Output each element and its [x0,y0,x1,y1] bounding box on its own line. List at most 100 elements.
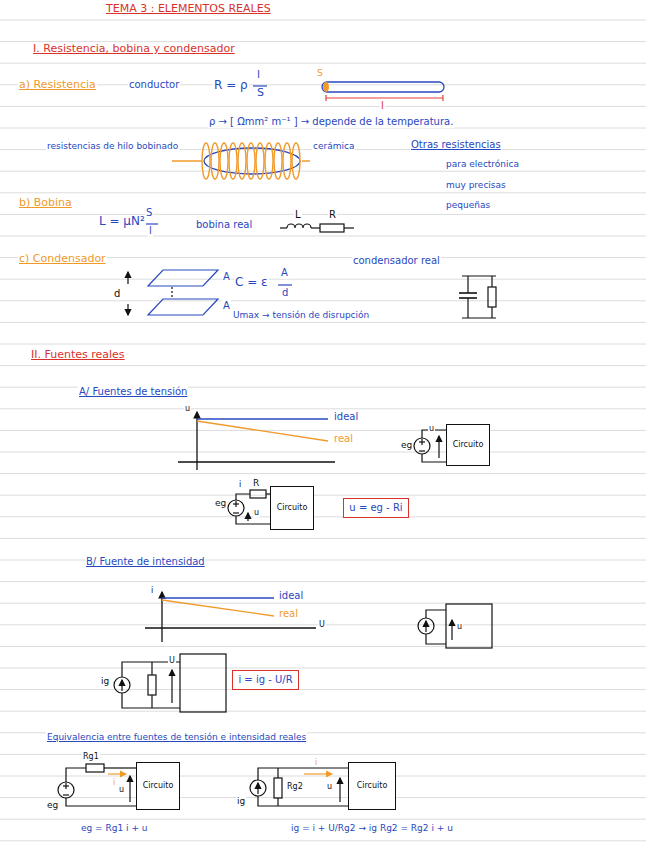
note-label: B/ Fuente de intensidad [85,556,206,568]
ruled-line [0,41,646,42]
voltage-source-graph [178,412,335,470]
note-label: ig [100,676,110,686]
ideal-current-source-circuit [418,604,492,648]
note-label: l [380,100,385,112]
ruled-line [0,819,646,820]
ruled-line [0,495,646,496]
note-label: ig [236,796,246,806]
note-label: eg [214,498,227,508]
real-voltage-source-circuit [228,490,270,524]
ruled-line [0,473,646,474]
ruled-line [0,430,646,431]
note-label: pequeñas [445,200,491,210]
ruled-line [0,63,646,64]
circuit-box: Circuito [136,762,180,810]
note-label: d [113,288,121,300]
equivalent-current-circuit [250,768,348,806]
note-label: i [112,778,116,787]
note-label: d [281,287,289,299]
ruled-line [0,322,646,323]
note-label: A [280,267,289,279]
circuit-box: Circuito [446,424,490,466]
note-label: i [314,758,318,767]
note-label: real [278,608,299,620]
note-label: U [318,620,326,629]
ruled-line [0,192,646,193]
circuit-box: Circuito [270,486,314,530]
equivalent-voltage-circuit [58,764,136,806]
note-label: para electrónica [445,159,520,169]
ruled-line [0,538,646,539]
page-title: TEMA 3 : ELEMENTOS REALES [105,3,272,16]
box-text: i = ig - U/R [238,674,292,686]
ruled-line [0,365,646,366]
ruled-line [0,452,646,453]
note-label: u [118,785,125,794]
note-label: A/ Fuentes de tensión [78,386,188,398]
note-label: bobina real [195,219,253,231]
ruled-line [0,344,646,345]
note-label: real [333,433,354,445]
ruled-line [0,236,646,237]
note-label: l [148,225,153,237]
note-label: u [326,782,333,791]
note-label: cerámica [312,141,355,151]
note-label: u [253,508,260,517]
box-text: Circuito [143,781,174,790]
wound-resistor-drawing [172,143,310,179]
note-label: C = ε [234,276,269,290]
note-label: b) Bobina [18,197,73,210]
note-label: a) Resistencia [18,79,97,92]
note-label: ideal [333,411,359,423]
note-label: Rg1 [82,752,100,761]
note-label: eg [400,440,413,450]
note-label: Umax → tensión de disrupción [232,310,370,320]
note-label: Rg2 [286,782,304,791]
note-label: condensador real [352,255,441,267]
note-label: A [222,271,231,283]
note-label: u [456,622,463,631]
note-label: II. Fuentes reales [30,349,126,362]
note-label: c) Condensador [18,253,107,266]
note-label: I. Resistencia, bobina y condensador [32,43,236,56]
box-text: Circuito [453,440,484,449]
note-label: i [150,586,154,595]
note-label: L [294,209,302,221]
note-label: A [222,300,231,312]
note-label: R = ρ [213,79,249,93]
ruled-line [0,646,646,647]
note-label: R [252,478,260,488]
ruled-line [0,711,646,712]
note-label: Otras resistencias [410,139,502,151]
box-text: Circuito [277,503,308,512]
ruled-line [0,279,646,280]
note-label: u [184,404,191,413]
note-label: l [256,69,261,82]
ruled-line [0,106,646,107]
result-box: i = ig - U/R [232,670,299,690]
note-label: ρ → [ Ωmm² m⁻¹ ] → depende de la tempera… [208,116,454,128]
note-label: i [238,480,242,489]
note-label: conductor [128,79,180,91]
circuit-box: Circuito [348,762,396,810]
note-label: S [256,87,265,100]
note-label: R [328,209,337,221]
ruled-line [0,128,646,129]
note-label: ideal [278,590,304,602]
ruled-line [0,300,646,301]
ruled-line [0,797,646,798]
ruled-line [0,668,646,669]
ruled-line [0,408,646,409]
result-box: u = eg - Ri [343,498,409,518]
note-label: ig = i + U/Rg2 → ig Rg2 = Rg2 i + u [290,823,454,833]
ruled-lines [0,20,646,841]
note-label: U [168,656,176,665]
note-label: S [316,68,324,78]
note-label: muy precisas [445,180,507,190]
ruled-line [0,171,646,172]
note-label: Equivalencia entre fuentes de tensión e … [46,732,307,742]
note-label: eg [46,800,59,810]
note-label: resistencias de hilo bobinado [46,141,179,151]
ruled-line [0,840,646,841]
